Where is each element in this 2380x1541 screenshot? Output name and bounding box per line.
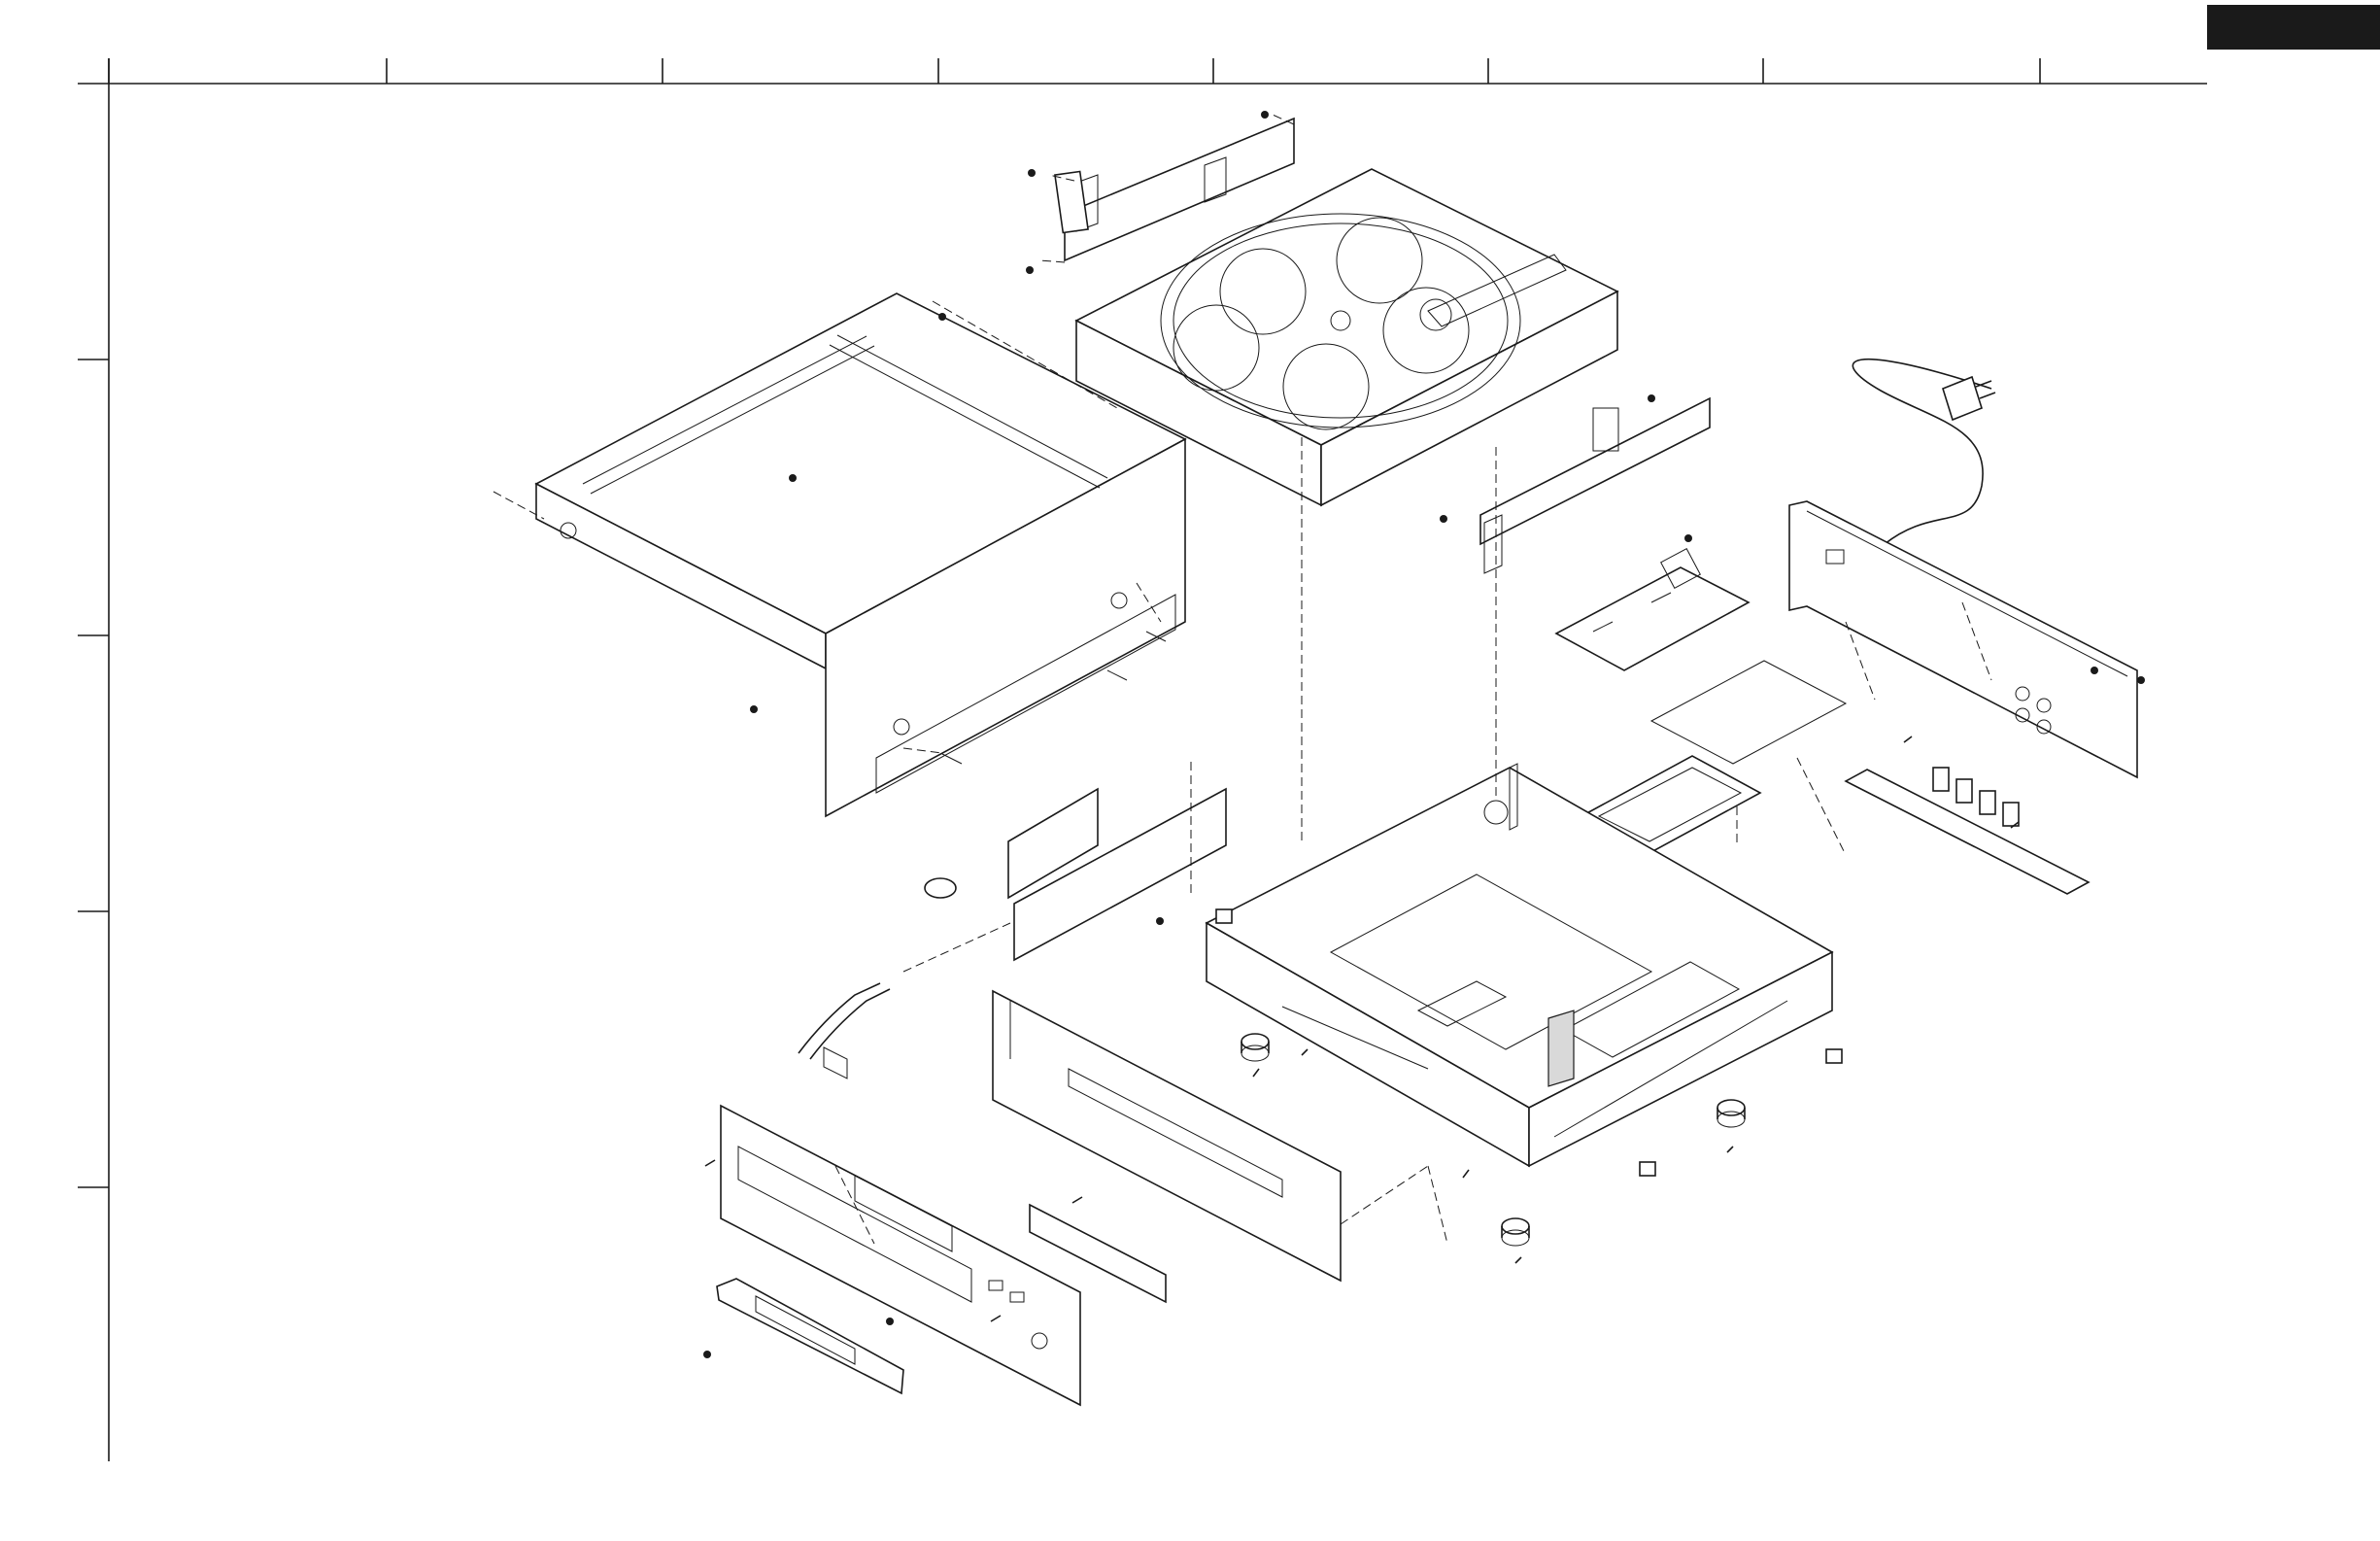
- sheet-frame: [78, 5, 2380, 1461]
- insulator-sheet: [1651, 661, 1846, 764]
- rear-panel: [1789, 501, 2137, 777]
- foot-3: [1502, 1218, 1529, 1246]
- row-ticks: [78, 360, 109, 1187]
- flat-cable: [799, 983, 890, 1059]
- jack-pcb: [1846, 768, 2089, 894]
- header-tab: [2207, 5, 2380, 50]
- power-cord: [1853, 360, 1995, 544]
- foot-1: [1241, 1034, 1269, 1061]
- column-ticks: [109, 58, 2040, 84]
- display-pcb: [925, 789, 1226, 960]
- main-pcb: [1556, 549, 1749, 670]
- foot-2: [1717, 1100, 1745, 1127]
